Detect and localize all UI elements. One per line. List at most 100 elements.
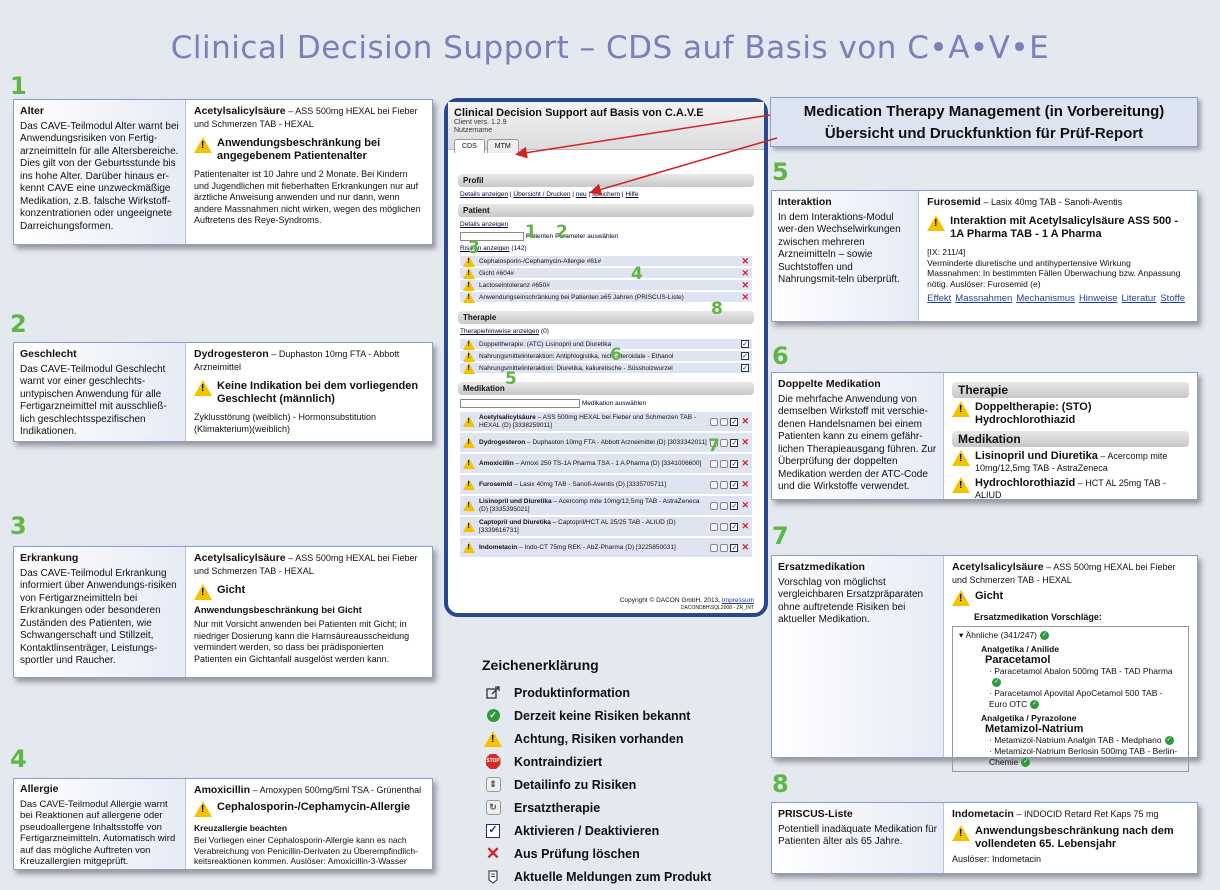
delete-x-icon[interactable]: ✕	[741, 479, 749, 489]
drug-product: – INDOCID Retard Ret Kaps 75 mg	[1016, 809, 1159, 819]
therapy-text: Nahrungsmittelinteraktion: Antiphlogisti…	[479, 352, 674, 360]
delete-x-icon[interactable]: ✕	[741, 267, 749, 278]
impressum-link[interactable]: Impressum	[721, 597, 754, 604]
legend-item: ⇕Detailinfo zu Risiken	[482, 773, 762, 796]
activate-checkbox[interactable]: ✓	[730, 543, 739, 552]
detail-info-icon[interactable]	[710, 480, 719, 489]
section-therapie: Therapie	[458, 311, 754, 324]
delete-x-icon[interactable]: ✕	[741, 542, 749, 552]
detail-info-icon[interactable]	[710, 459, 719, 468]
link-massnahmen[interactable]: Massnahmen	[955, 293, 1013, 304]
link-literatur[interactable]: Literatur	[1121, 293, 1157, 304]
panel-description: Potentiell inadäquate Medikation für Pat…	[778, 823, 937, 848]
patient-param-input[interactable]	[460, 232, 524, 241]
replace-therapy-icon[interactable]	[720, 417, 729, 426]
risiken-link[interactable]: Risiken anzeigen	[460, 245, 510, 252]
panel-title: PRISCUS-Liste	[778, 808, 853, 820]
warning-icon	[463, 338, 475, 350]
panel-ersatz: Ersatzmedikation Vorschlag von möglichst…	[771, 555, 1198, 772]
panel-geschlecht: Geschlecht Das CAVE-Teilmodul Geschlecht…	[13, 342, 433, 442]
link-new[interactable]: neu	[575, 191, 587, 198]
replacement-item[interactable]: · Paracetamol Apovital ApoCetamol 500 TA…	[989, 688, 1163, 710]
detail-info-icon[interactable]	[710, 543, 719, 552]
activate-checkbox[interactable]: ✓	[730, 438, 739, 447]
legend-heading: Zeichenerklärung	[482, 657, 599, 673]
replacement-item[interactable]: · Metamizol-Natrium Berlosin 500mg TAB -…	[989, 746, 1178, 768]
warning-icon	[484, 730, 502, 747]
replace-therapy-icon[interactable]	[720, 501, 729, 510]
detail-info-icon[interactable]	[710, 501, 719, 510]
delete-x-icon[interactable]: ✕	[741, 458, 749, 468]
risk-text: Anwendungseinschränkung bei Patienten ≥6…	[479, 293, 684, 301]
drug-product: – Duphaston 10mg FTA - Abbott Arzneimitt…	[194, 349, 400, 372]
activate-checkbox[interactable]: ✓	[741, 352, 749, 360]
activate-checkbox[interactable]: ✓	[730, 480, 739, 489]
detail-info-icon: ⇕	[485, 777, 501, 792]
therapie-bar: Therapie	[952, 382, 1189, 398]
link-overview-print[interactable]: Übersicht / Drucken	[513, 191, 571, 198]
delete-x-icon[interactable]: ✕	[741, 521, 749, 531]
detail-info-icon[interactable]	[710, 417, 719, 426]
delete-x-icon[interactable]: ✕	[741, 255, 749, 266]
patient-param-label: Patienten Parameter auswählen	[525, 233, 619, 241]
tab-cds[interactable]: CDS	[454, 139, 485, 153]
replace-therapy-icon[interactable]	[720, 480, 729, 489]
med-product: – Acercomp mite 10mg/12,5mg TAB - AstraZ…	[479, 497, 700, 513]
link-effekt[interactable]: Effekt	[927, 293, 952, 304]
check-circle-icon: ✓	[1021, 758, 1031, 768]
med-select-input[interactable]	[460, 399, 580, 408]
replace-therapy-icon[interactable]	[720, 438, 729, 447]
detail-info-icon[interactable]	[710, 438, 719, 447]
panel-description: Das CAVE-Teilmodul Allergie warnt bei Re…	[20, 798, 176, 868]
therapie-hinweise-link[interactable]: Therapiehinweise anzeigen	[460, 328, 540, 335]
app-title: Clinical Decision Support auf Basis von …	[454, 107, 704, 119]
warning-title: Cephalosporin-/Cephamycin-Allergie	[217, 801, 411, 813]
section-number-6: 6	[772, 342, 789, 370]
activate-checkbox[interactable]: ✓	[730, 522, 739, 531]
risiken-count: (142)	[511, 245, 527, 252]
replace-therapy-icon[interactable]	[720, 543, 729, 552]
warning-icon	[194, 380, 212, 396]
delete-x-icon: ✕	[485, 843, 501, 863]
replacement-item[interactable]: · Paracetamol Abalon 500mg TAB - TAD Pha…	[989, 666, 1173, 688]
delete-x-icon[interactable]: ✕	[741, 416, 749, 426]
medication-row: Lisinopril und Diuretika – Acercomp mite…	[460, 496, 752, 516]
delete-x-icon[interactable]: ✕	[741, 437, 749, 447]
med-name: Amoxicillin	[479, 459, 514, 467]
replace-therapy-icon[interactable]	[720, 459, 729, 468]
delete-x-icon[interactable]: ✕	[741, 279, 749, 290]
therapie-count: (0)	[540, 328, 549, 335]
link-save[interactable]: speichern	[591, 191, 621, 198]
activate-checkbox[interactable]: ✓	[741, 340, 749, 348]
link-help[interactable]: Hilfe	[625, 191, 639, 198]
therapy-row: Nahrungsmittelinteraktion: Antiphlogisti…	[460, 350, 752, 362]
activate-checkbox[interactable]: ✓	[730, 417, 739, 426]
drug-name: Furosemid	[927, 196, 981, 208]
replacement-item[interactable]: · Metamizol-Natrium Analgin TAB - Medpha…	[989, 735, 1174, 746]
legend-item: ✓Aktivieren / Deaktivieren	[482, 819, 762, 842]
activate-checkbox[interactable]: ✓	[730, 459, 739, 468]
patient-details-link[interactable]: Details anzeigen	[460, 221, 509, 228]
link-mechanismus[interactable]: Mechanismus	[1016, 293, 1075, 304]
link-hinweise[interactable]: Hinweise	[1078, 293, 1118, 304]
delete-x-icon[interactable]: ✕	[741, 500, 749, 510]
doppeltherapie-text: Doppeltherapie: (STO) Hydrochlorothiazid	[975, 401, 1092, 426]
callout-7: 7	[708, 436, 720, 456]
section-number-3: 3	[10, 512, 27, 540]
similar-toggle[interactable]: ▾ Ähnliche (341/247)✓	[959, 630, 1049, 641]
tab-mtm[interactable]: MTM	[486, 139, 519, 153]
activate-checkbox[interactable]: ✓	[741, 364, 749, 372]
link-stoffe[interactable]: Stoffe	[1160, 293, 1185, 304]
link-details[interactable]: Details anzeigen	[460, 191, 509, 198]
legend-item: Produktinformation	[482, 681, 762, 704]
section-number-4: 4	[10, 745, 27, 773]
activate-checkbox[interactable]: ✓	[730, 501, 739, 510]
section-medikation: Medikation	[458, 382, 754, 395]
callout-4: 4	[631, 264, 643, 284]
mtm-line-2: Übersicht und Druckfunktion für Prüf-Rep…	[824, 125, 1144, 142]
replace-therapy-icon[interactable]	[720, 522, 729, 531]
delete-x-icon[interactable]: ✕	[741, 291, 749, 302]
risk-row: Anwendungseinschränkung bei Patienten ≥6…	[460, 291, 752, 303]
detail-info-icon[interactable]	[710, 522, 719, 531]
